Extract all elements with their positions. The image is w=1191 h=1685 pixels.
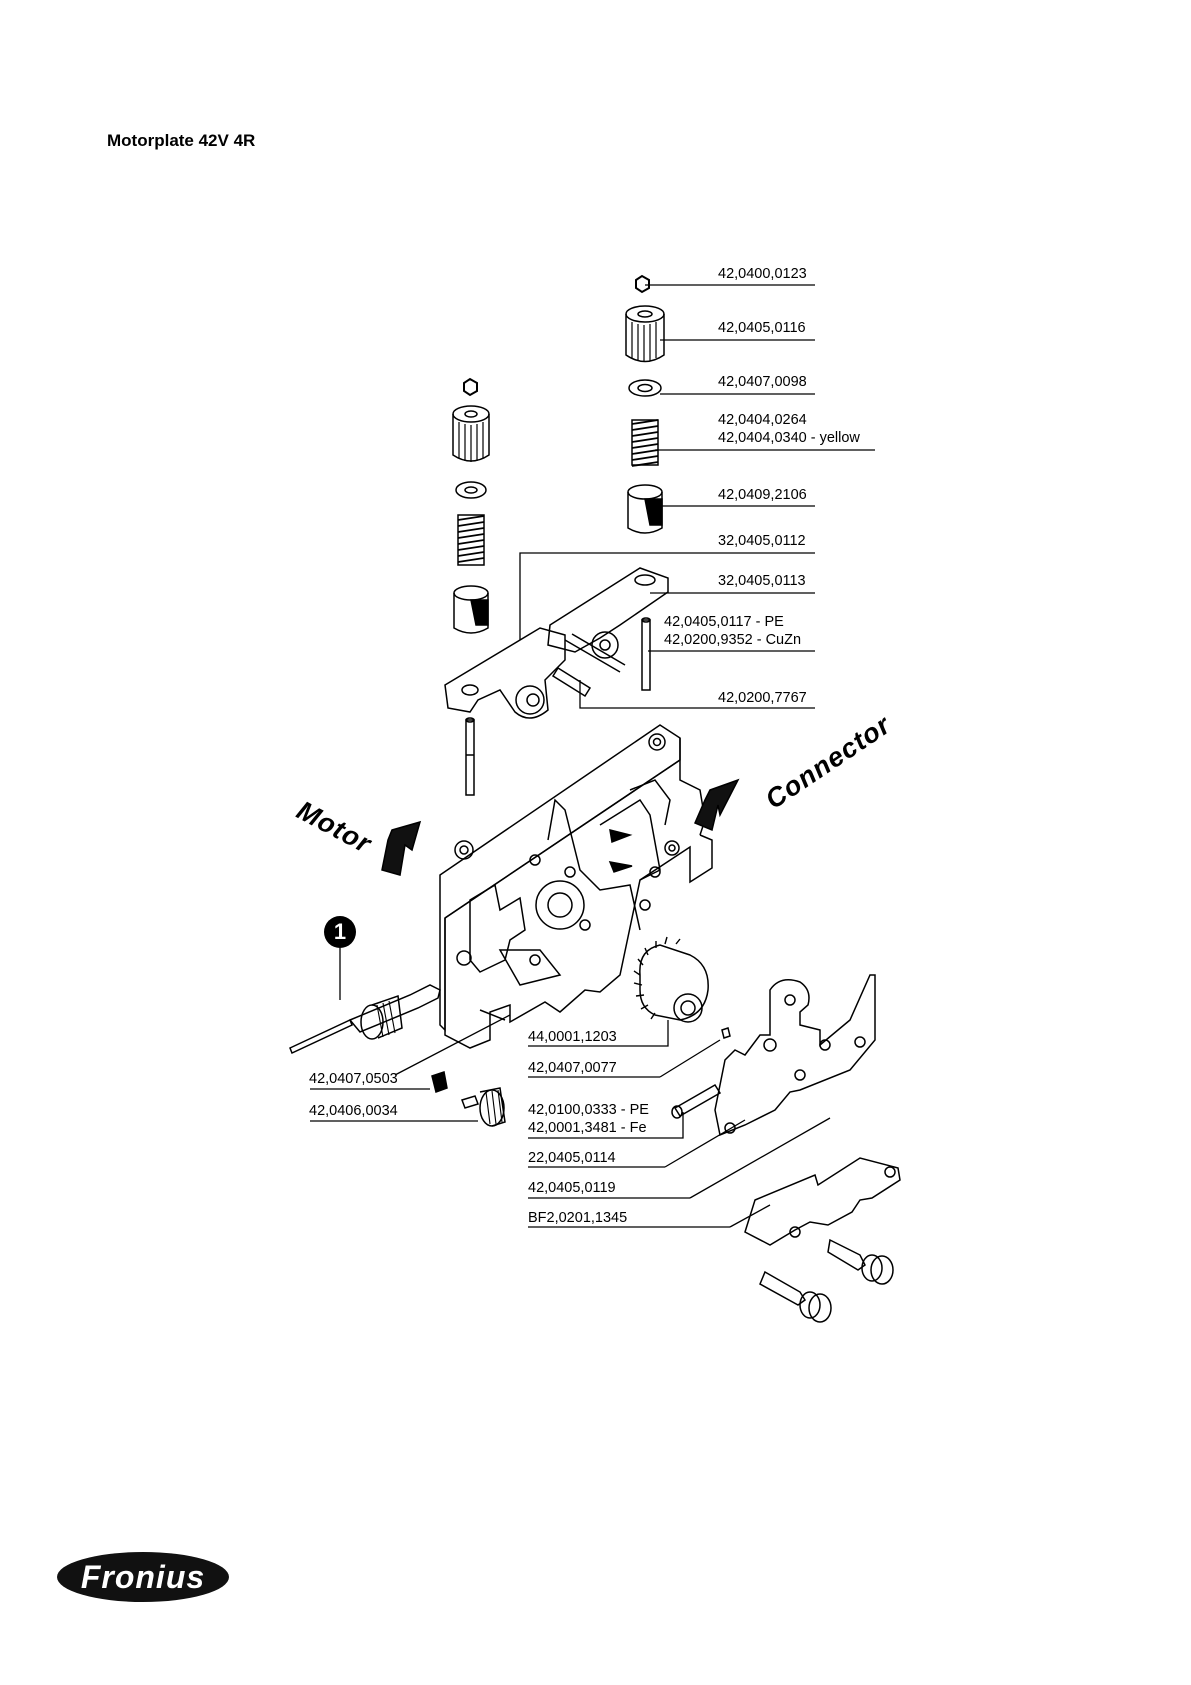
part-number: 42,0404,0340 - yellow (718, 430, 860, 446)
page-title: Motorplate 42V 4R (107, 131, 256, 150)
drive-shaft-part-1 (289, 984, 441, 1055)
logo-badge-shape (57, 1552, 229, 1602)
part-number: 42,0406,0034 (309, 1103, 398, 1119)
bolt (671, 1083, 722, 1119)
part-number: 42,0405,0117 - PE (664, 614, 784, 630)
fronius-logo: Fronius (56, 1550, 230, 1604)
part-number: 42,0200,7767 (718, 690, 807, 706)
motor-plate-housing (439, 724, 713, 1049)
logo-wordmark: Fronius (80, 1559, 206, 1595)
part-number: 42,0407,0503 (309, 1071, 398, 1087)
part-number: 32,0405,0113 (718, 573, 806, 589)
part-number: 42,0407,0077 (528, 1060, 617, 1076)
part-number: BF2,0201,1345 (528, 1210, 628, 1226)
pressure-arms (444, 567, 669, 796)
mounting-bracket (714, 974, 876, 1137)
motor-arrow (381, 820, 422, 876)
part-number: 32,0405,0112 (718, 533, 806, 549)
part-number: 42,0001,3481 - Fe (528, 1120, 647, 1136)
part-number: 44,0001,1203 (528, 1029, 617, 1045)
part-number: 42,0407,0098 (718, 374, 807, 390)
thumbscrew (431, 1071, 506, 1127)
callout-badge-number: 1 (333, 919, 347, 944)
mount-pins (759, 1238, 894, 1323)
callout-badge (324, 916, 356, 948)
part-number: 42,0200,9352 - CuZn (664, 632, 802, 648)
right-stack-parts (625, 274, 665, 534)
connector-arrow (694, 778, 740, 832)
left-stack-parts (452, 377, 490, 634)
part-number: 42,0405,0119 (528, 1180, 616, 1196)
part-number: 42,0409,2106 (718, 487, 807, 503)
part-number: 42,0400,0123 (718, 266, 807, 282)
part-number: 22,0405,0114 (528, 1150, 616, 1166)
drive-gear (633, 936, 731, 1039)
base-plate (744, 1157, 901, 1246)
part-number: 42,0100,0333 - PE (528, 1102, 649, 1118)
part-number: 42,0404,0264 (718, 412, 807, 428)
part-number: 42,0405,0116 (718, 320, 806, 336)
leader-lines (310, 284, 875, 1228)
